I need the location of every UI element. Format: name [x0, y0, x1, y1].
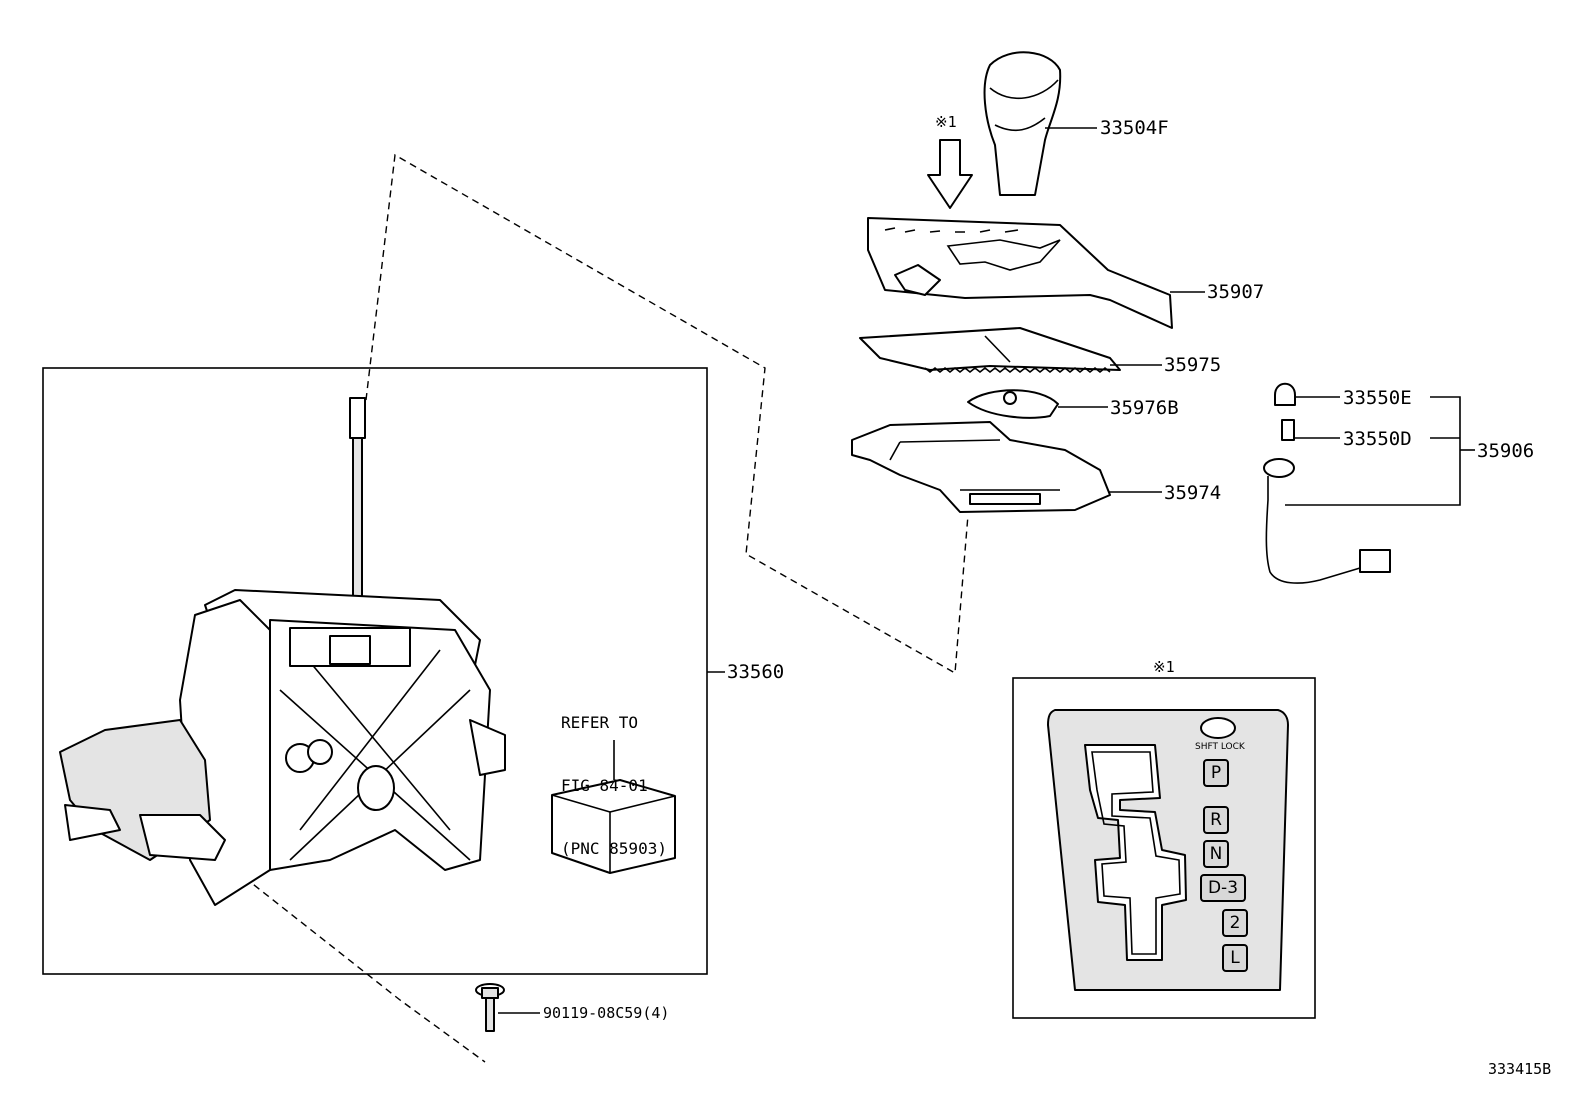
label-harness-set: 35906: [1477, 440, 1535, 462]
shift-gate: [1084, 744, 1187, 961]
label-bezel: 35907: [1207, 281, 1265, 303]
shift-knob-drawing: [983, 51, 1062, 196]
detail-frame: [1012, 677, 1316, 1019]
position-r: R: [1203, 806, 1229, 834]
guide-line-upper: [365, 153, 969, 675]
label-assembly: 33560: [727, 661, 785, 683]
label-slide: 35976B: [1110, 397, 1179, 419]
label-housing: 35974: [1164, 482, 1222, 504]
label-bulb-d: 33550D: [1343, 428, 1412, 450]
label-knob: 33504F: [1100, 117, 1169, 139]
insert-arrow: [927, 139, 973, 209]
label-bulb-e: 33550E: [1343, 387, 1412, 409]
refer-line-2: FIG 84-01: [561, 776, 648, 795]
guide-line-bolt: [234, 869, 486, 1063]
refer-line-1: REFER TO: [561, 713, 639, 732]
shift-lock-label: SHFT LOCK: [1195, 742, 1245, 752]
shift-lock-cover: [1200, 717, 1236, 739]
figure-id: 333415B: [1488, 1060, 1552, 1078]
position-2: 2: [1222, 909, 1248, 937]
position-l: L: [1222, 944, 1248, 972]
refer-note: REFER TO FIG 84-01 (PNC 85903): [561, 670, 667, 880]
label-bolt: 90119-08C59(4): [543, 1004, 670, 1022]
position-p: P: [1203, 759, 1229, 787]
assembly-frame: [42, 367, 708, 975]
position-d3: D-3: [1200, 874, 1246, 902]
housing-drawing: [851, 421, 1111, 513]
plate-drawing: [859, 327, 1121, 374]
indicator-plate: [1047, 709, 1289, 991]
slide-drawing: [967, 389, 1059, 419]
label-note-mark: ※1: [935, 113, 957, 131]
shift-lever-assembly: [59, 397, 506, 906]
label-detail-mark: ※1: [1153, 658, 1175, 676]
position-n: N: [1203, 840, 1229, 868]
refer-line-3: (PNC 85903): [561, 839, 667, 858]
bezel-drawing: [867, 217, 1173, 329]
bulb-harness-drawing: [1263, 382, 1391, 584]
bolt-drawing: [475, 983, 505, 1032]
label-plate: 35975: [1164, 354, 1222, 376]
